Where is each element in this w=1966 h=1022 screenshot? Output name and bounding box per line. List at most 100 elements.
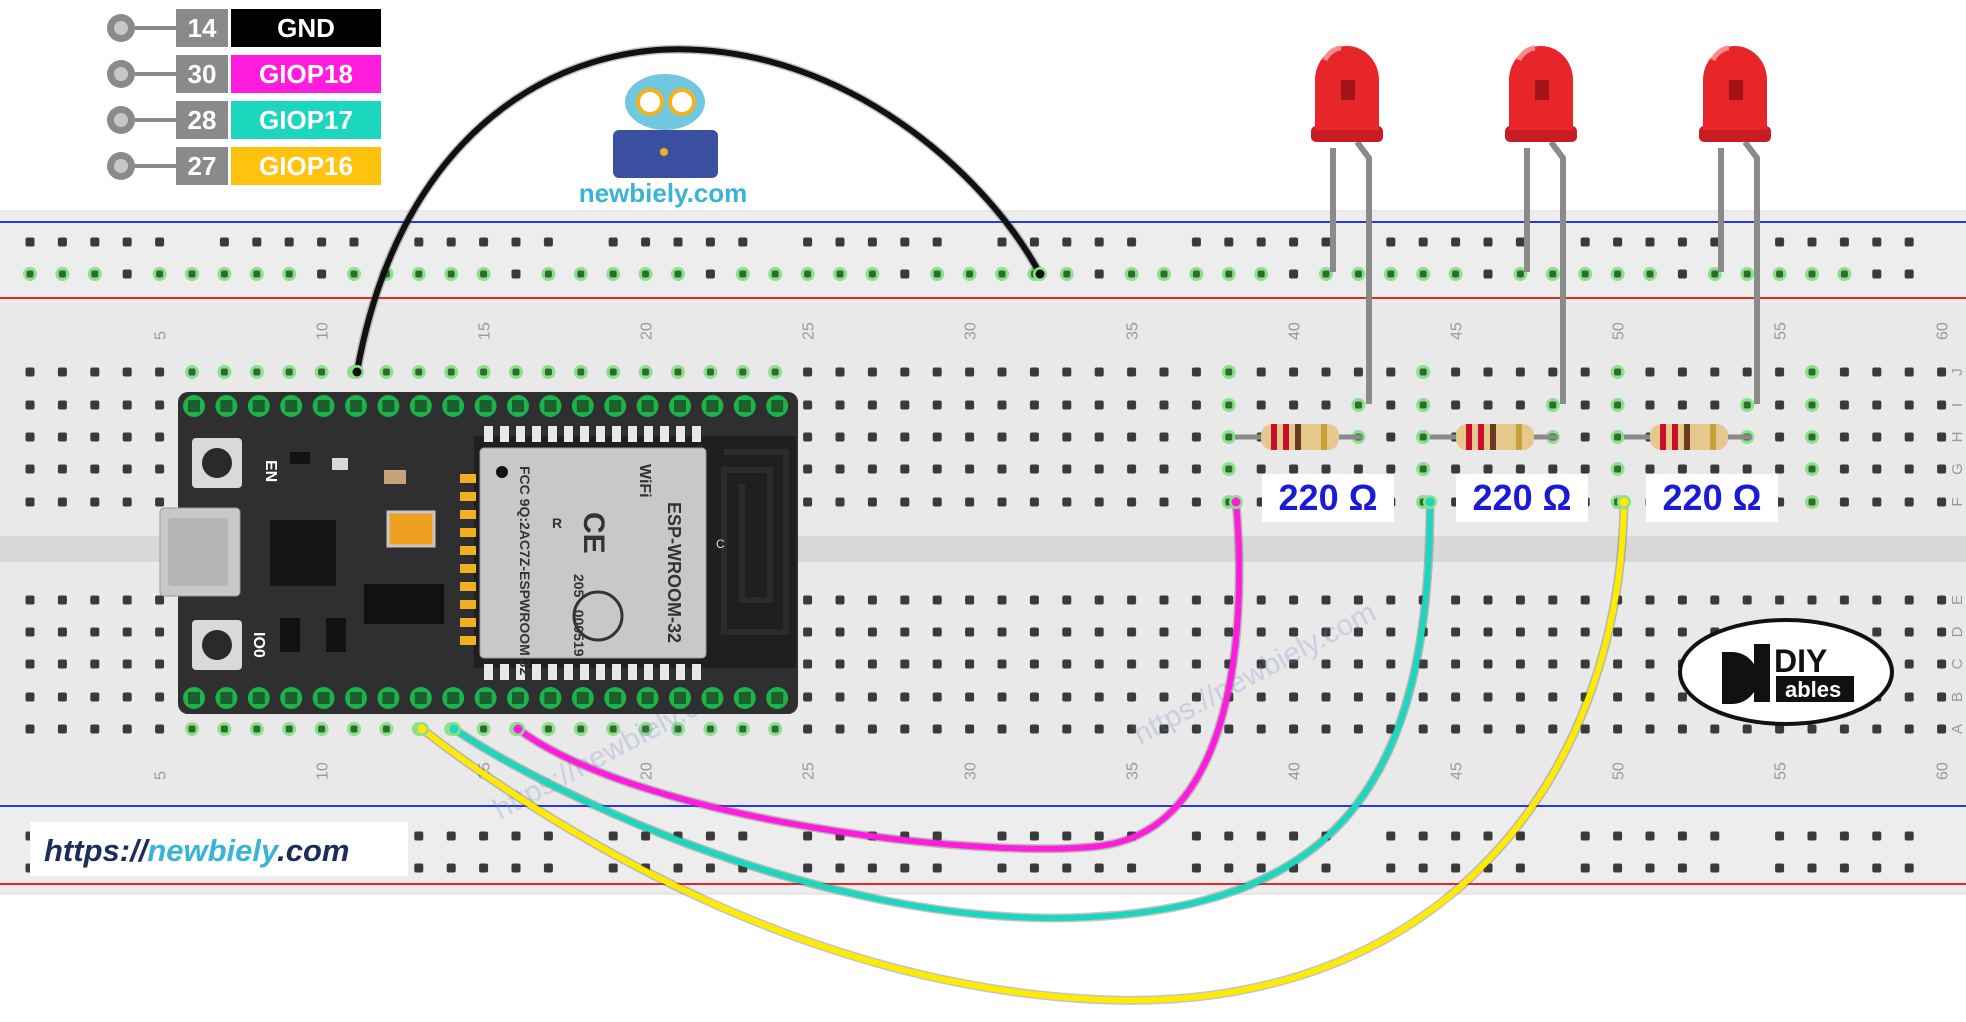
breadboard-hole (1191, 692, 1201, 702)
breadboard-hole (1677, 367, 1687, 377)
breadboard-hole (1775, 367, 1785, 377)
breadboard-hole (1515, 627, 1525, 637)
connected-hole (382, 725, 390, 733)
breadboard-hole (1904, 269, 1914, 279)
giop17-wire (451, 499, 1433, 922)
resistor-label-bg (1456, 474, 1588, 522)
breadboard-hole (122, 367, 132, 377)
wroom-side-pad (460, 510, 476, 519)
breadboard-hole (90, 595, 100, 605)
breadboard-hole (414, 237, 424, 247)
breadboard-hole (1386, 692, 1396, 702)
column-number: 50 (1611, 322, 1628, 340)
connected-hole (577, 368, 585, 376)
breadboard-hole (90, 464, 100, 474)
breadboard-hole (1807, 724, 1817, 734)
breadboard-hole (1029, 724, 1039, 734)
esp32-pin-hole (350, 400, 362, 412)
connected-hole (1419, 368, 1427, 376)
esp32-pin-hole (576, 400, 589, 412)
breadboard-hole (1094, 432, 1104, 442)
breadboard-hole (1289, 692, 1299, 702)
legend-pin-number: 30 (188, 59, 217, 89)
breadboard-hole (867, 367, 877, 377)
rail-hole (1516, 270, 1524, 278)
breadboard-hole (1904, 724, 1914, 734)
connected-hole (285, 725, 293, 733)
breadboard-hole (867, 863, 877, 873)
esp32-pin-hole (447, 692, 460, 704)
rail-hole (1711, 270, 1719, 278)
rail-hole (1128, 270, 1136, 278)
breadboard-hole (1548, 627, 1558, 637)
rail-hole (58, 270, 66, 278)
breadboard-hole (511, 269, 521, 279)
breadboard-hole (1224, 863, 1234, 873)
legend-pin-number: 14 (188, 13, 217, 43)
breadboard-hole (1483, 724, 1493, 734)
breadboard-hole (900, 627, 910, 637)
wroom-side-pad (460, 528, 476, 537)
wroom-pad (660, 426, 669, 442)
wroom-pad (484, 664, 493, 680)
rail-hole (609, 270, 617, 278)
breadboard-hole (867, 595, 877, 605)
resistor-label-bg (1646, 474, 1778, 522)
breadboard-hole (803, 497, 813, 507)
connected-hole (1419, 465, 1427, 473)
breadboard-hole (155, 692, 165, 702)
breadboard-hole (1094, 595, 1104, 605)
breadboard-hole (1872, 497, 1882, 507)
connected-hole (1743, 401, 1751, 409)
breadboard-hole (1127, 400, 1137, 410)
column-number: 45 (1449, 762, 1466, 780)
breadboard-hole (122, 724, 132, 734)
rail-hole (804, 270, 812, 278)
esp32-pin-hole (674, 400, 686, 412)
rail-hole (1192, 270, 1200, 278)
column-number: 50 (1611, 762, 1628, 780)
breadboard-hole (414, 863, 424, 873)
breadboard-hole (803, 831, 813, 841)
legend-label-box (231, 9, 381, 47)
connected-hole (544, 725, 552, 733)
breadboard-hole (25, 432, 35, 442)
breadboard-hole (1062, 831, 1072, 841)
esp32-pin-hole (771, 692, 784, 704)
rail-hole (285, 270, 293, 278)
espressif-logo (572, 590, 624, 642)
breadboard-hole (1289, 724, 1299, 734)
breadboard-hole (1094, 724, 1104, 734)
breadboard-hole (965, 724, 975, 734)
breadboard-hole (1386, 400, 1396, 410)
breadboard-hole (803, 464, 813, 474)
breadboard-hole (1677, 627, 1687, 637)
wroom-pad (580, 664, 589, 680)
breadboard-hole (997, 659, 1007, 669)
connected-hole (771, 725, 779, 733)
esp32-pin-hole (414, 692, 427, 704)
breadboard-hole (1645, 464, 1655, 474)
legend-pin-number: 27 (188, 151, 217, 181)
breadboard-hole (1872, 269, 1882, 279)
laptop-dot-icon (660, 148, 668, 156)
breadboard-hole (1094, 237, 1104, 247)
breadboard-hole (1775, 400, 1785, 410)
breadboard-hole (1029, 400, 1039, 410)
newbiely-logo: newbiely.com (579, 74, 747, 208)
breadboard-hole (641, 237, 651, 247)
breadboard-hole (1775, 464, 1785, 474)
breadboard-hole (965, 497, 975, 507)
wire-end (513, 724, 523, 734)
breadboard-hole (1839, 497, 1849, 507)
wroom-side-pad (460, 582, 476, 591)
breadboard-hole (511, 863, 521, 873)
breadboard-hole (1580, 831, 1590, 841)
esp32-pin-hole (285, 692, 298, 704)
breadboard-hole (57, 400, 67, 410)
breadboard-hole (1159, 464, 1169, 474)
wroom-side-pad (460, 474, 476, 483)
breadboard-hole (1645, 595, 1655, 605)
breadboard-hole (1580, 237, 1590, 247)
breadboard-hole (1483, 464, 1493, 474)
